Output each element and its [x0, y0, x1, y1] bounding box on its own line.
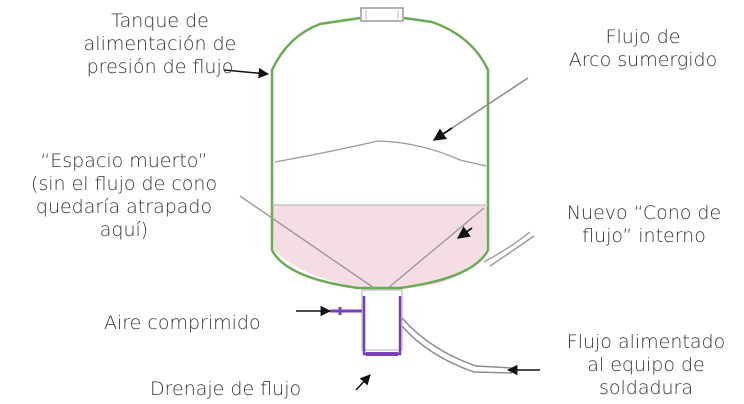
label-dead-space-line-4: aquí): [99, 219, 149, 241]
label-flux-line-2: Arco sumergido: [568, 49, 718, 71]
drain-pipe: [361, 289, 403, 351]
label-feed-tank-line-3: presión de flujo: [86, 56, 234, 78]
label-feed-tank: Tanque de alimentación de presión de flu…: [60, 10, 260, 79]
label-flux-line-1: Flujo de: [605, 26, 681, 48]
label-dead-space-line-2: (sin el flujo de cono: [30, 173, 218, 195]
feed-hose: [401, 317, 513, 369]
label-submerged-arc-flux: Flujo de Arco sumergido: [548, 26, 738, 72]
label-new-cone-line-2: flujo” interno: [582, 225, 706, 247]
tank-outline: [270, 16, 490, 290]
label-flux-fed-line-1: Flujo alimentado: [566, 331, 726, 353]
label-dead-space-line-3: quedaría atrapado: [35, 196, 213, 218]
label-dead-space-line-1: “Espacio muerto”: [40, 150, 208, 172]
label-new-cone: Nuevo “Cono de flujo” interno: [544, 202, 744, 248]
label-flux-fed-line-3: soldadura: [598, 377, 694, 399]
cone-left-side: [239, 195, 375, 289]
label-feed-tank-line-2: alimentación de: [83, 33, 237, 55]
label-feed-tank-line-1: Tanque de: [111, 10, 209, 32]
label-dead-space: “Espacio muerto” (sin el flujo de cono q…: [0, 150, 248, 242]
flux-level-line: [274, 140, 487, 167]
cone-tint-area: [272, 205, 488, 288]
label-flux-fed-line-2: al equipo de: [587, 354, 705, 376]
pointer-arrow-drain: [355, 374, 371, 391]
pointer-arrow-tank: [223, 67, 270, 79]
label-flux-fed: Flujo alimentado al equipo de soldadura: [548, 331, 744, 400]
fill-cap: [360, 7, 404, 22]
label-new-cone-line-1: Nuevo “Cono de: [566, 202, 722, 224]
label-flux-drain: Drenaje de flujo: [150, 378, 302, 400]
outlet-pipe: [483, 231, 531, 263]
cone-right-side: [387, 207, 485, 289]
pointer-arrow-cone: [456, 226, 473, 239]
label-compressed-air: Aire comprimido: [104, 312, 261, 334]
